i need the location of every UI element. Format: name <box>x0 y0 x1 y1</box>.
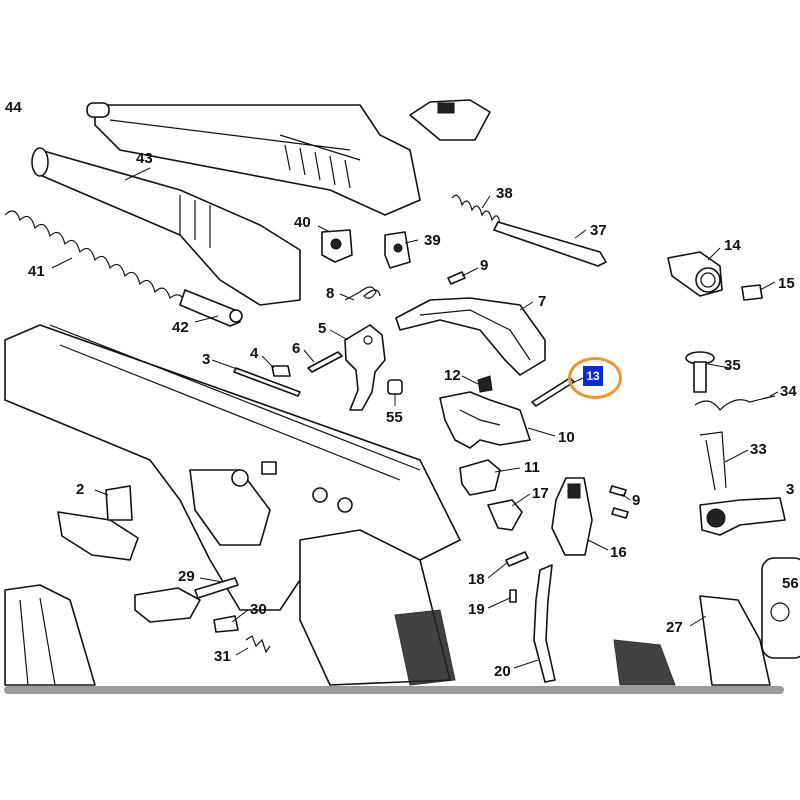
firing-pin-spring-part <box>451 194 501 225</box>
pin-4 <box>271 365 291 377</box>
part-2 <box>57 485 139 561</box>
highlight-ring <box>568 357 622 399</box>
label-2: 2 <box>76 481 84 498</box>
part-55 <box>387 379 403 395</box>
inset-panel-56 <box>761 557 800 659</box>
label-18: 18 <box>468 571 485 588</box>
magazine-27 <box>613 595 771 686</box>
grip-part <box>299 529 456 686</box>
label-11: 11 <box>524 459 540 476</box>
label-38: 38 <box>496 185 513 202</box>
guide-rod-part <box>179 289 243 327</box>
pin-9-bottom <box>609 485 629 519</box>
label-3: 3 <box>202 351 210 368</box>
part-40 <box>321 229 353 263</box>
label-41: 41 <box>28 263 45 280</box>
pin-18 <box>505 551 529 567</box>
part-20 <box>533 564 556 683</box>
part-11 <box>459 459 501 496</box>
firing-pin-part <box>493 221 607 267</box>
leader-lines <box>51 167 779 669</box>
label-55: 55 <box>386 409 403 426</box>
part-3-right <box>699 497 786 536</box>
label-42: 42 <box>172 319 189 336</box>
part-7 <box>395 297 546 376</box>
label-31: 31 <box>214 648 231 665</box>
label-3-right: 3 <box>786 481 794 498</box>
label-8: 8 <box>326 285 334 302</box>
callout-labels: 44 43 41 42 40 39 38 37 14 15 9 8 7 5 3 … <box>5 99 799 680</box>
label-16: 16 <box>610 544 627 561</box>
label-30: 30 <box>250 601 267 618</box>
magazine-left <box>4 584 96 686</box>
screw-35 <box>685 351 715 393</box>
label-9-top: 9 <box>480 257 488 274</box>
part-15 <box>741 284 763 301</box>
rear-sight-part <box>409 99 491 141</box>
trigger-part <box>344 324 386 411</box>
slide-part <box>86 102 421 216</box>
label-10: 10 <box>558 429 575 446</box>
part-17 <box>487 499 523 531</box>
label-9-bottom: 9 <box>632 492 640 509</box>
pin-33 <box>699 431 727 491</box>
label-12: 12 <box>444 367 461 384</box>
spring-31 <box>245 635 271 654</box>
spring-8-part <box>344 286 381 301</box>
barrel-part <box>31 147 301 306</box>
part-39 <box>384 231 411 269</box>
pin-6 <box>307 351 343 373</box>
label-29: 29 <box>178 568 195 585</box>
label-6: 6 <box>292 340 300 357</box>
label-44: 44 <box>5 99 22 116</box>
part-30 <box>213 615 239 633</box>
part-12 <box>477 375 493 393</box>
label-5: 5 <box>318 320 326 337</box>
label-35: 35 <box>724 357 741 374</box>
recoil-spring-part <box>4 210 186 303</box>
part-10 <box>439 391 531 449</box>
label-19: 19 <box>468 601 485 618</box>
label-4: 4 <box>250 345 259 362</box>
part-14 <box>667 251 723 297</box>
label-33: 33 <box>750 441 767 458</box>
label-43: 43 <box>136 150 153 167</box>
part-16 <box>551 477 593 556</box>
pin-9-top <box>447 271 466 285</box>
label-37: 37 <box>590 222 607 239</box>
label-20: 20 <box>494 663 511 680</box>
pin-3 <box>233 367 301 397</box>
highlight-badge-13[interactable]: 13 <box>583 366 603 386</box>
horizontal-scrollbar[interactable] <box>4 686 784 694</box>
label-15: 15 <box>778 275 795 292</box>
label-40: 40 <box>294 214 311 231</box>
label-17: 17 <box>532 485 549 502</box>
label-34: 34 <box>780 383 797 400</box>
pin-19 <box>509 589 517 603</box>
label-39: 39 <box>424 232 441 249</box>
wire-spring-34 <box>694 395 776 411</box>
label-14: 14 <box>724 237 741 254</box>
label-56: 56 <box>782 575 799 592</box>
label-7: 7 <box>538 293 546 310</box>
label-27: 27 <box>666 619 683 636</box>
